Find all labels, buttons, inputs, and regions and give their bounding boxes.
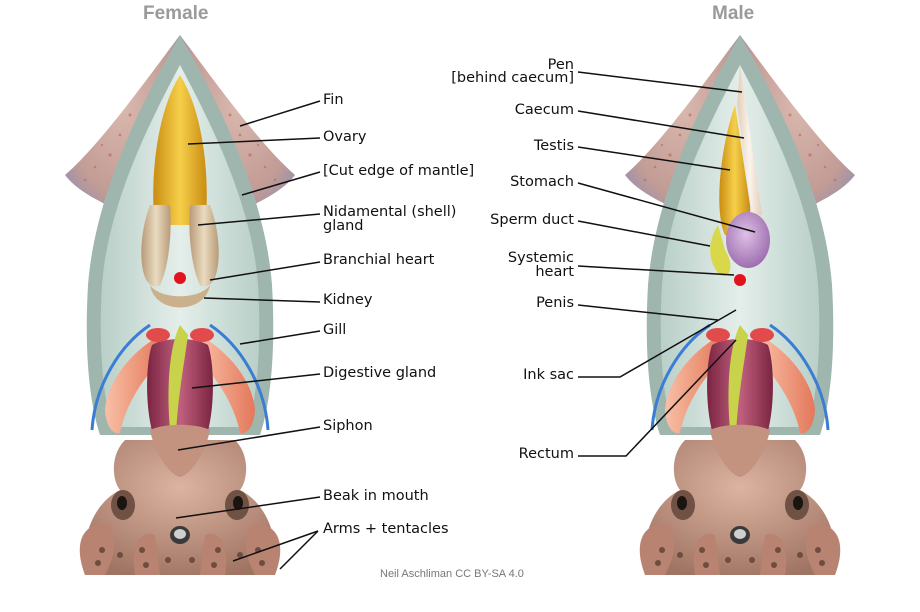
pen-shape (737, 65, 762, 215)
nidamental-gland-shape (141, 205, 171, 287)
female-squid (63, 33, 297, 577)
label-beak-in-mouth: Beak in mouth (323, 488, 429, 504)
heart-shape (174, 272, 186, 284)
label-sperm-duct: Sperm duct (490, 212, 574, 228)
sperm-duct-shape (710, 225, 731, 276)
label-ink-sac: Ink sac (523, 367, 574, 383)
label-rectum: Rectum (518, 446, 574, 462)
female-heading: Female (143, 3, 209, 24)
male-squid (623, 33, 857, 577)
label-stomach: Stomach (510, 174, 574, 190)
label-kidney: Kidney (323, 292, 373, 308)
label-pen-line1: Pen (547, 57, 574, 73)
credit-text: Neil Aschliman CC BY-SA 4.0 (380, 568, 524, 580)
systemic-heart-shape (734, 274, 746, 286)
label-cut-edge-of-mantle: [Cut edge of mantle] (323, 163, 475, 179)
label-arms-tentacles: Arms + tentacles (323, 521, 449, 537)
label-testis: Testis (533, 138, 574, 154)
stomach-shape (726, 212, 770, 268)
label-caecum: Caecum (514, 102, 574, 118)
label-penis: Penis (536, 295, 574, 311)
male-leader-lines (577, 71, 756, 457)
label-digestive-gland: Digestive gland (323, 365, 437, 381)
label-fin: Fin (323, 92, 344, 108)
ovary-shape (153, 75, 207, 225)
label-systemic-heart-line2: heart (535, 264, 574, 280)
label-pen-line2: [behind caecum] (451, 70, 574, 86)
female-leader-lines (175, 100, 321, 570)
label-nidamental-gland-line2: gland (323, 218, 364, 234)
label-branchial-heart: Branchial heart (323, 252, 435, 268)
label-nidamental-gland-line1: Nidamental (shell) (323, 204, 457, 220)
label-systemic-heart-line1: Systemic (507, 250, 574, 266)
label-siphon: Siphon (323, 418, 373, 434)
testis-shape (719, 105, 751, 238)
label-gill: Gill (323, 322, 347, 338)
male-heading: Male (712, 3, 755, 24)
label-ovary: Ovary (323, 129, 367, 145)
